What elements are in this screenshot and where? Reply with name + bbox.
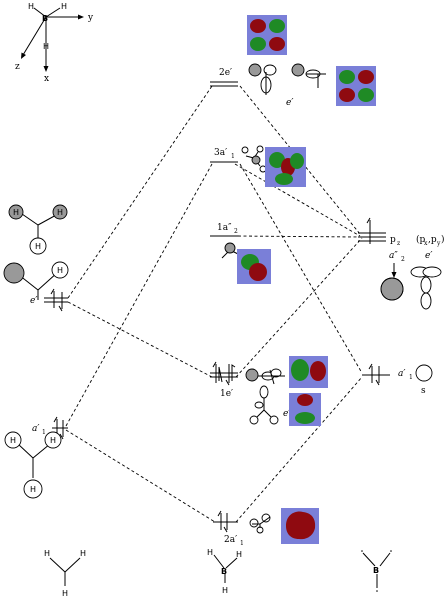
level-2e: 2e′ xyxy=(210,68,238,87)
svg-text:e′: e′ xyxy=(30,296,37,306)
svg-text:H: H xyxy=(10,436,16,445)
left-a1-level: a′ 1 xyxy=(32,416,68,440)
mo-sketch-1e-bottom xyxy=(249,385,279,425)
svg-text:H: H xyxy=(236,550,242,559)
svg-text:z: z xyxy=(397,240,400,247)
level-2a1: 2a′ 1 xyxy=(213,510,244,547)
h3-orbital-middle: H xyxy=(3,261,69,300)
svg-text:3a′: 3a′ xyxy=(214,148,227,158)
svg-text:2e′: 2e′ xyxy=(219,68,232,78)
svg-text:a′: a′ xyxy=(398,369,405,379)
right-p-level: p z (p x ,p y ) xyxy=(358,217,445,247)
svg-text:H: H xyxy=(35,242,41,251)
svg-text:e′: e′ xyxy=(286,98,293,108)
svg-text:H: H xyxy=(30,485,36,494)
svg-text:H: H xyxy=(28,2,34,11)
svg-text:y: y xyxy=(436,240,441,247)
svg-text:H: H xyxy=(43,42,49,51)
svg-text:2: 2 xyxy=(234,228,238,235)
svg-text:H: H xyxy=(44,549,50,558)
svg-text:1: 1 xyxy=(42,429,46,436)
svg-text:H: H xyxy=(61,2,67,11)
bottom-b: B xyxy=(361,550,392,592)
svg-text:e′: e′ xyxy=(283,409,290,419)
svg-text:H: H xyxy=(80,549,86,558)
coordinate-axes: B H H H y x z xyxy=(15,2,94,84)
level-1a2: 1a″ 2 xyxy=(210,223,238,237)
svg-text:H: H xyxy=(57,208,63,217)
svg-text:H: H xyxy=(13,208,19,217)
svg-text:e′: e′ xyxy=(425,251,432,261)
svg-text:1: 1 xyxy=(240,540,244,547)
right-a1-level: a′ 1 s xyxy=(362,363,433,396)
right-a2-orbital: a″ 2 xyxy=(380,251,405,301)
svg-text:x: x xyxy=(424,240,428,247)
left-e-level: e′ xyxy=(30,288,68,312)
mo-sketch-1e-top xyxy=(245,368,285,385)
right-e-orbital: e′ xyxy=(410,251,442,310)
svg-text:a″: a″ xyxy=(389,251,398,261)
mo-sketch-2e-left xyxy=(248,63,277,95)
mo-image-1e-top xyxy=(289,356,328,388)
svg-text:H: H xyxy=(222,586,228,595)
y-axis-label: y xyxy=(87,13,94,23)
bottom-h3: H H H xyxy=(44,549,86,598)
z-axis-label: z xyxy=(15,62,20,72)
svg-text:a′: a′ xyxy=(32,424,39,434)
mo-image-2a1 xyxy=(281,508,319,544)
svg-text:,p: ,p xyxy=(428,235,437,245)
mo-image-2e-right xyxy=(336,66,376,106)
mo-image-1e-bottom xyxy=(289,393,321,426)
mo-image-2e-top xyxy=(247,15,287,55)
svg-text:1: 1 xyxy=(231,153,235,160)
svg-text:(p: (p xyxy=(416,234,426,245)
svg-text:H: H xyxy=(207,548,213,557)
svg-text:B: B xyxy=(221,567,227,576)
svg-text:1a″: 1a″ xyxy=(217,223,232,233)
mo-image-3a1 xyxy=(265,147,306,187)
bottom-bh3: H H B H xyxy=(207,548,242,595)
svg-text:1e′: 1e′ xyxy=(220,389,233,399)
h3-orbital-bottom: H H H xyxy=(4,431,62,499)
svg-text:B: B xyxy=(373,566,379,575)
svg-text:1: 1 xyxy=(409,374,413,381)
svg-text:2: 2 xyxy=(401,256,405,263)
svg-text:p: p xyxy=(390,235,396,245)
svg-text:s: s xyxy=(421,386,426,396)
svg-text:H: H xyxy=(57,266,63,275)
level-1e: 1e′ xyxy=(210,361,238,399)
svg-text:2a′: 2a′ xyxy=(224,535,237,545)
mo-sketch-2e-right xyxy=(291,63,326,88)
svg-text:H: H xyxy=(62,589,68,598)
svg-text:H: H xyxy=(50,436,56,445)
mo-sketch-3a1 xyxy=(241,145,267,173)
level-3a1: 3a′ 1 xyxy=(210,148,238,163)
axes-boron: B xyxy=(42,14,48,23)
h3-orbital-top: H H H xyxy=(8,204,68,255)
mo-sketch-1a2 xyxy=(221,242,239,259)
x-axis-label: x xyxy=(44,74,49,84)
mo-sketch-2a1 xyxy=(249,513,271,534)
mo-image-1a2 xyxy=(237,249,271,284)
svg-text:): ) xyxy=(441,234,445,245)
